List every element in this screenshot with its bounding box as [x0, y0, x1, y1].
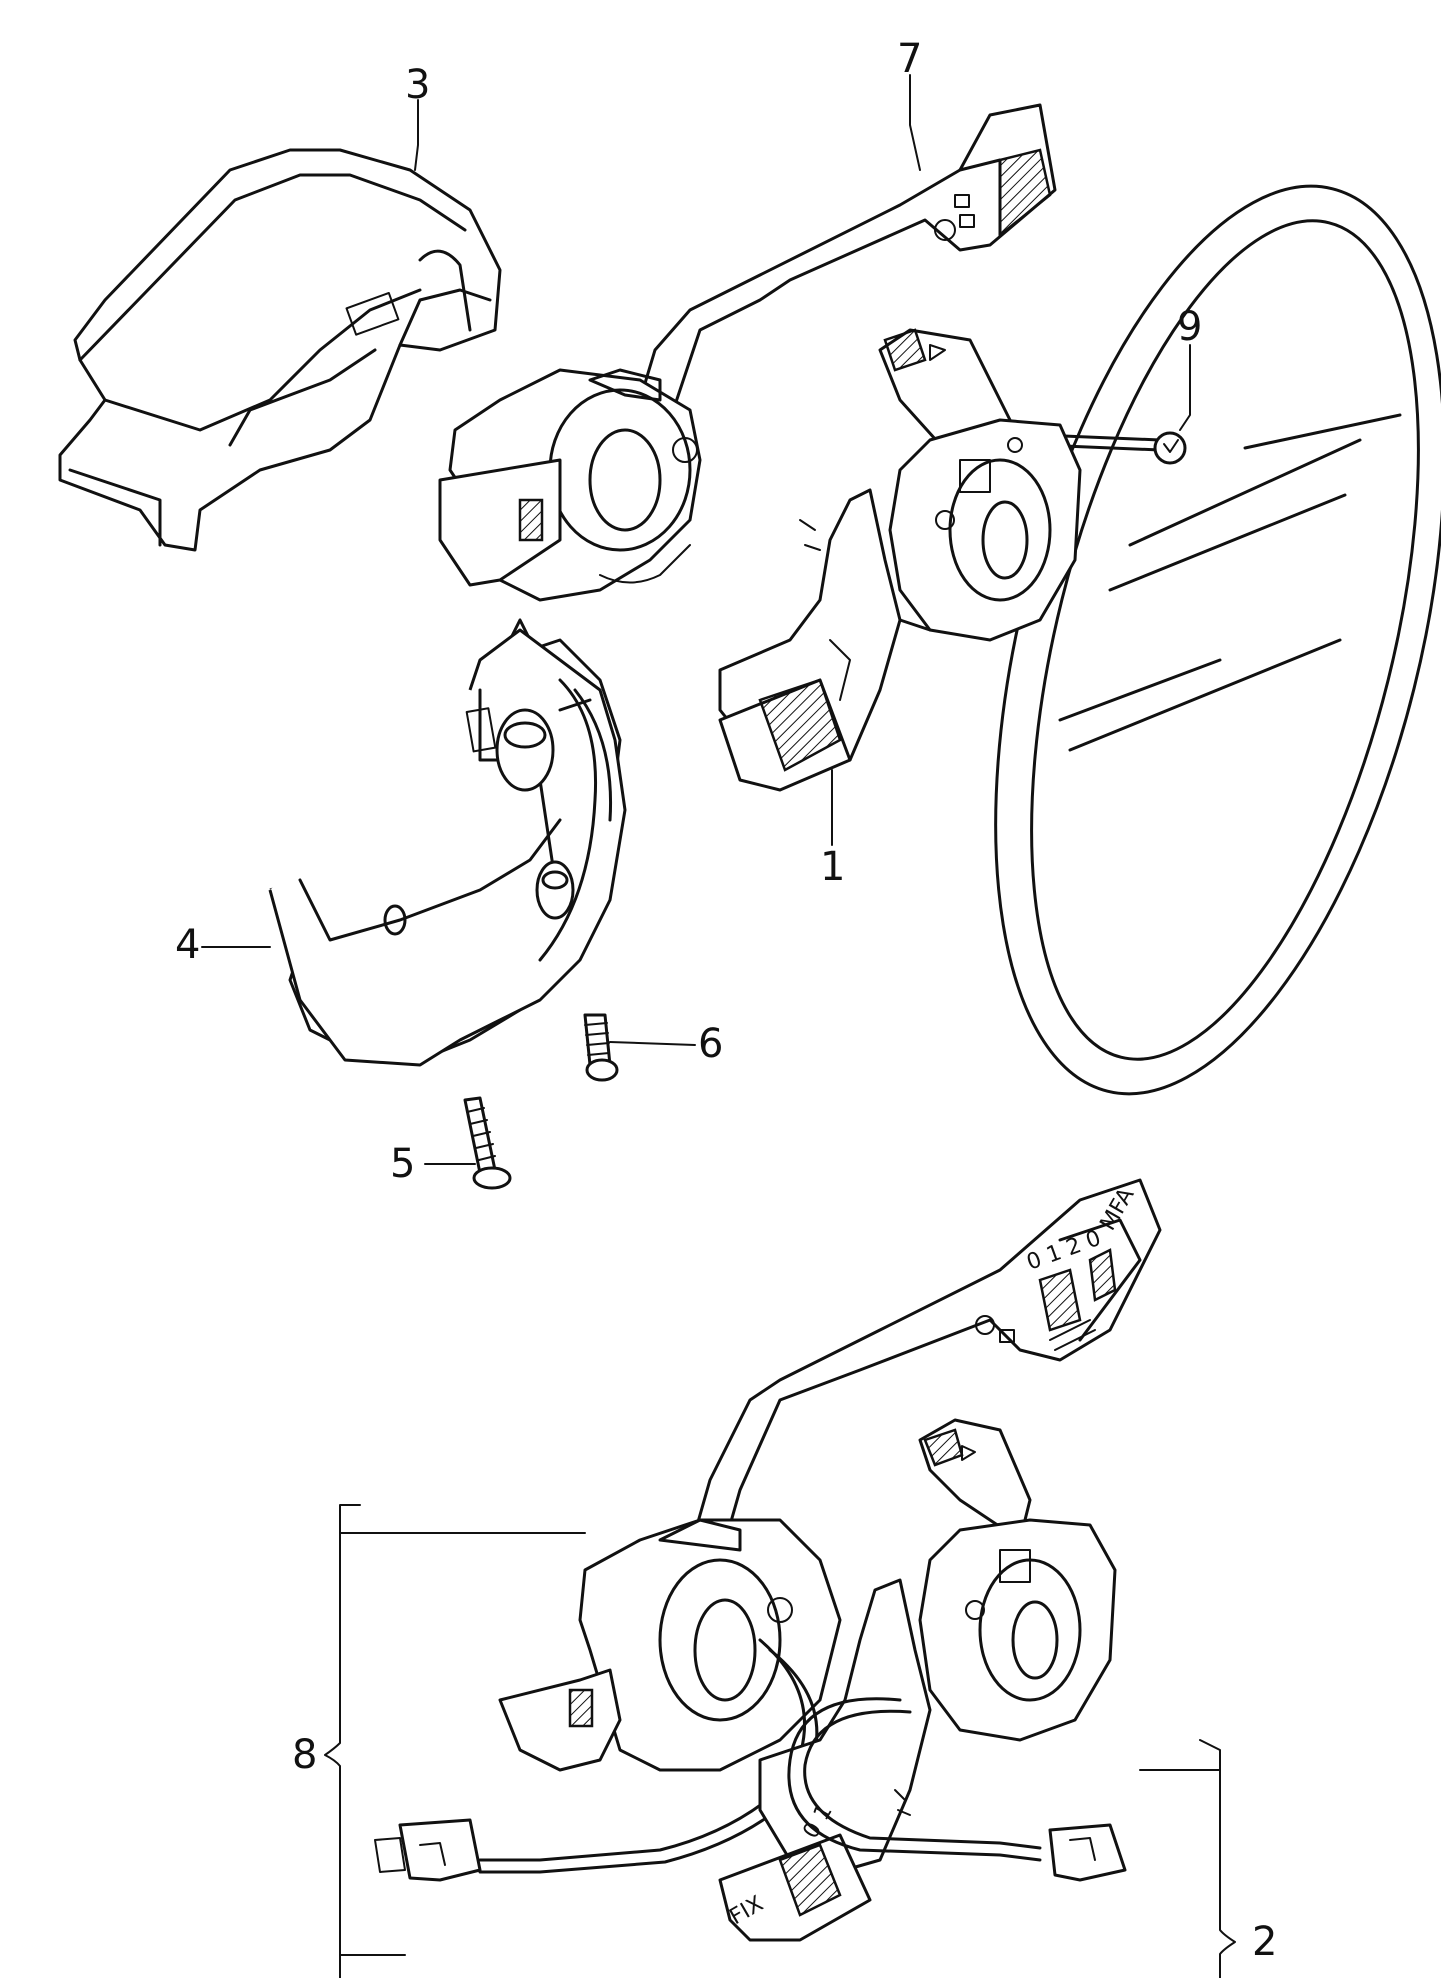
callout-numbers: 3 7 9 1 4 6 5 8 2 [175, 36, 1277, 1965]
callout-8: 8 [292, 1732, 317, 1778]
screw-part-5 [463, 1096, 512, 1190]
screw-part-6 [583, 1013, 619, 1082]
callout-7: 7 [897, 36, 922, 82]
callout-3: 3 [405, 62, 430, 108]
wiper-switch-upper [438, 103, 1057, 602]
leader-lines [201, 74, 1236, 1978]
callout-2: 2 [1252, 1919, 1277, 1965]
turn-signal-switch-upper [718, 328, 1082, 792]
callout-6: 6 [698, 1021, 723, 1067]
upper-column-trim [58, 148, 502, 552]
callout-5: 5 [390, 1141, 415, 1187]
callout-9: 9 [1177, 304, 1202, 350]
combination-switch-assembly: 0 1 2 0 MFA FIX 0 1 [374, 1178, 1162, 1942]
callout-4: 4 [175, 922, 200, 968]
lower-column-trim [268, 618, 627, 1067]
callout-1: 1 [820, 844, 845, 890]
